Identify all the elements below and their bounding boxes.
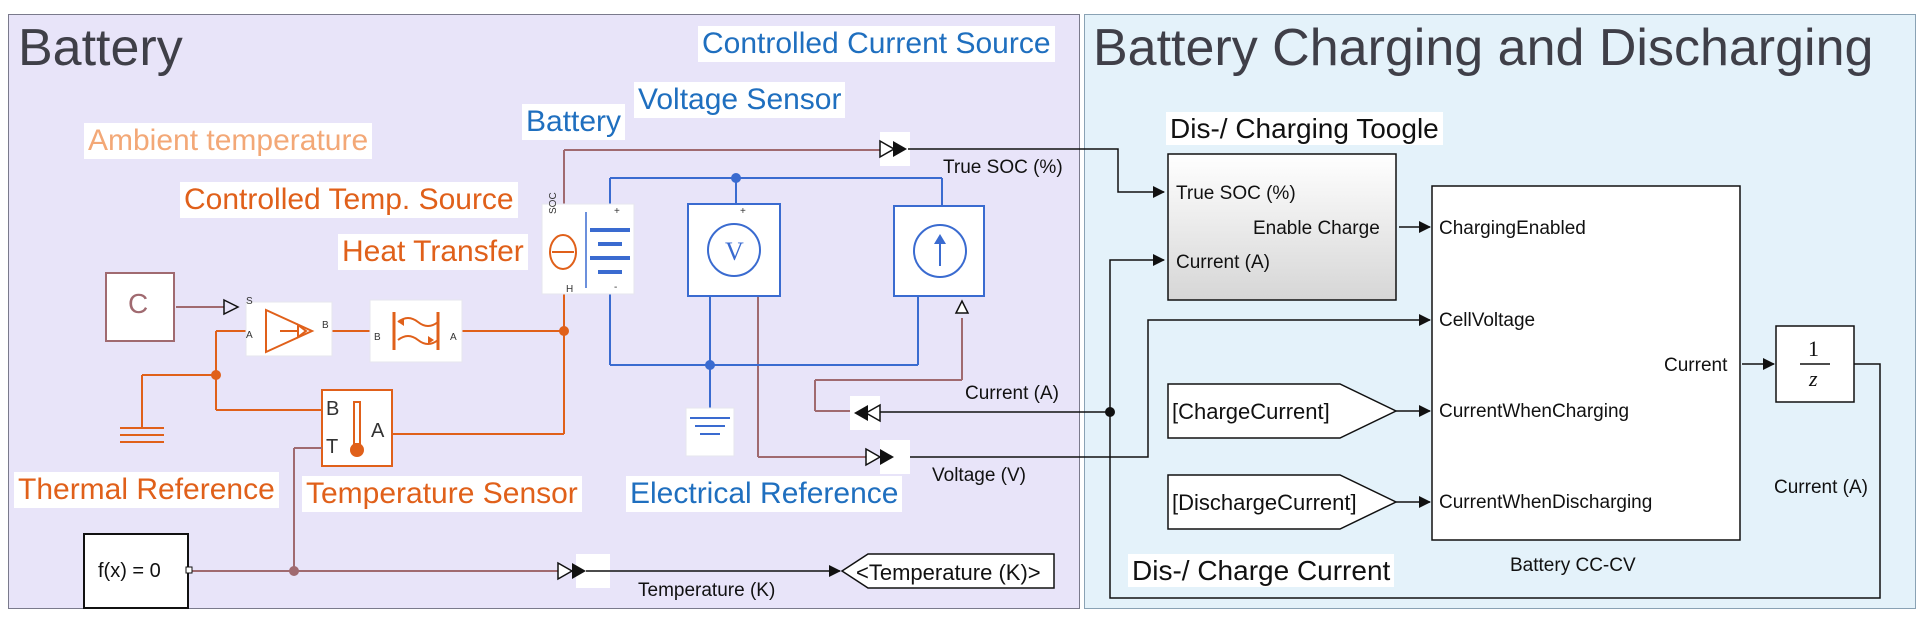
label-controlled-current-source: Controlled Current Source: [698, 26, 1055, 62]
discharge-current-from-block[interactable]: [1167, 474, 1398, 530]
sensor-b-text: B: [326, 398, 340, 420]
cccv-output-current: Current: [1664, 355, 1728, 376]
label-heat-transfer: Heat Transfer: [338, 234, 528, 270]
charge-current-from-block[interactable]: [1167, 383, 1398, 439]
signal-feedback-current: Current (A): [1774, 477, 1868, 498]
cccv-input-current-discharging: CurrentWhenDischarging: [1439, 492, 1653, 513]
label-thermal-reference: Thermal Reference: [14, 472, 279, 508]
battery-block[interactable]: [541, 203, 635, 295]
controlled-current-source-block[interactable]: [893, 205, 985, 297]
charging-toggle-block[interactable]: [1167, 153, 1397, 301]
current-source-input: [954, 299, 970, 314]
controlled-temp-source-block[interactable]: [245, 301, 333, 357]
charge-current-tag: [ChargeCurrent]: [1172, 399, 1330, 424]
cccv-input-current-charging: CurrentWhenCharging: [1439, 401, 1630, 422]
label-temperature-sensor: Temperature Sensor: [302, 476, 582, 512]
voltmeter-text: V: [725, 237, 744, 266]
ambient-constant-block[interactable]: [105, 272, 175, 342]
cccv-input-cell-voltage: CellVoltage: [1439, 310, 1536, 331]
battery-area-title: Battery: [18, 19, 183, 77]
temperature-from-text: <Temperature (K)>: [856, 560, 1041, 585]
solver-text: f(x) = 0: [98, 560, 161, 582]
electrical-junction-2: [705, 360, 715, 370]
charging-area-title: Battery Charging and Discharging: [1093, 19, 1874, 77]
label-controlled-temp-source: Controlled Temp. Source: [180, 182, 518, 218]
label-charging-toggle: Dis-/ Charging Toogle: [1166, 112, 1443, 146]
signal-voltage: Voltage (V): [932, 465, 1026, 486]
electrical-reference-block[interactable]: [685, 407, 735, 457]
battery-minus-text: -: [614, 282, 618, 293]
soc-port-text: SOC: [548, 192, 559, 214]
cccv-block[interactable]: [1431, 185, 1741, 541]
sensor-a-text: A: [371, 420, 385, 442]
ht-port-a-text: A: [450, 332, 457, 343]
solver-block[interactable]: [83, 533, 189, 609]
battery-plus-text: +: [614, 206, 620, 217]
temperature-sensor-block[interactable]: [321, 389, 393, 467]
ps-input-arrow: [223, 298, 240, 316]
delay-denominator: z: [1809, 366, 1818, 391]
label-battery: Battery: [522, 104, 626, 140]
port-s-text: S: [246, 296, 253, 307]
electrical-junction: [731, 173, 741, 183]
port-a-text: A: [246, 330, 253, 341]
cccv-block-name: Battery CC-CV: [1510, 555, 1636, 576]
thermal-junction: [559, 326, 569, 336]
thermal-reference-symbol: [120, 427, 164, 443]
sensor-t-text: T: [326, 436, 339, 458]
voltage-sensor-block[interactable]: [687, 203, 781, 297]
thermal-junction-2: [211, 370, 221, 380]
label-charge-current: Dis-/ Charge Current: [1128, 554, 1395, 588]
label-ambient-temperature: Ambient temperature: [84, 123, 373, 159]
label-electrical-reference: Electrical Reference: [626, 476, 903, 512]
temperature-from-block[interactable]: [840, 553, 1055, 589]
signal-true-soc: True SOC (%): [943, 157, 1063, 178]
signal-current: Current (A): [965, 383, 1059, 404]
heat-transfer-block[interactable]: [369, 299, 463, 363]
current-branch-point: [1105, 407, 1115, 417]
toggle-input-current: Current (A): [1176, 252, 1270, 273]
port-b-text: B: [322, 320, 329, 331]
ht-port-b-text: B: [374, 332, 381, 343]
toggle-output-enable: Enable Charge: [1253, 218, 1380, 239]
toggle-input-soc: True SOC (%): [1176, 183, 1296, 204]
label-voltage-sensor: Voltage Sensor: [634, 82, 846, 118]
voltmeter-plus-text: +: [740, 206, 746, 217]
signal-temperature: Temperature (K): [638, 580, 776, 601]
cccv-input-charging-enabled: ChargingEnabled: [1439, 218, 1586, 239]
h-port-text: H: [566, 284, 574, 295]
discharge-current-tag: [DischargeCurrent]: [1172, 490, 1357, 515]
temperature-junction: [289, 566, 299, 576]
delay-numerator: 1: [1808, 336, 1819, 361]
ambient-constant-text: C: [128, 288, 149, 319]
